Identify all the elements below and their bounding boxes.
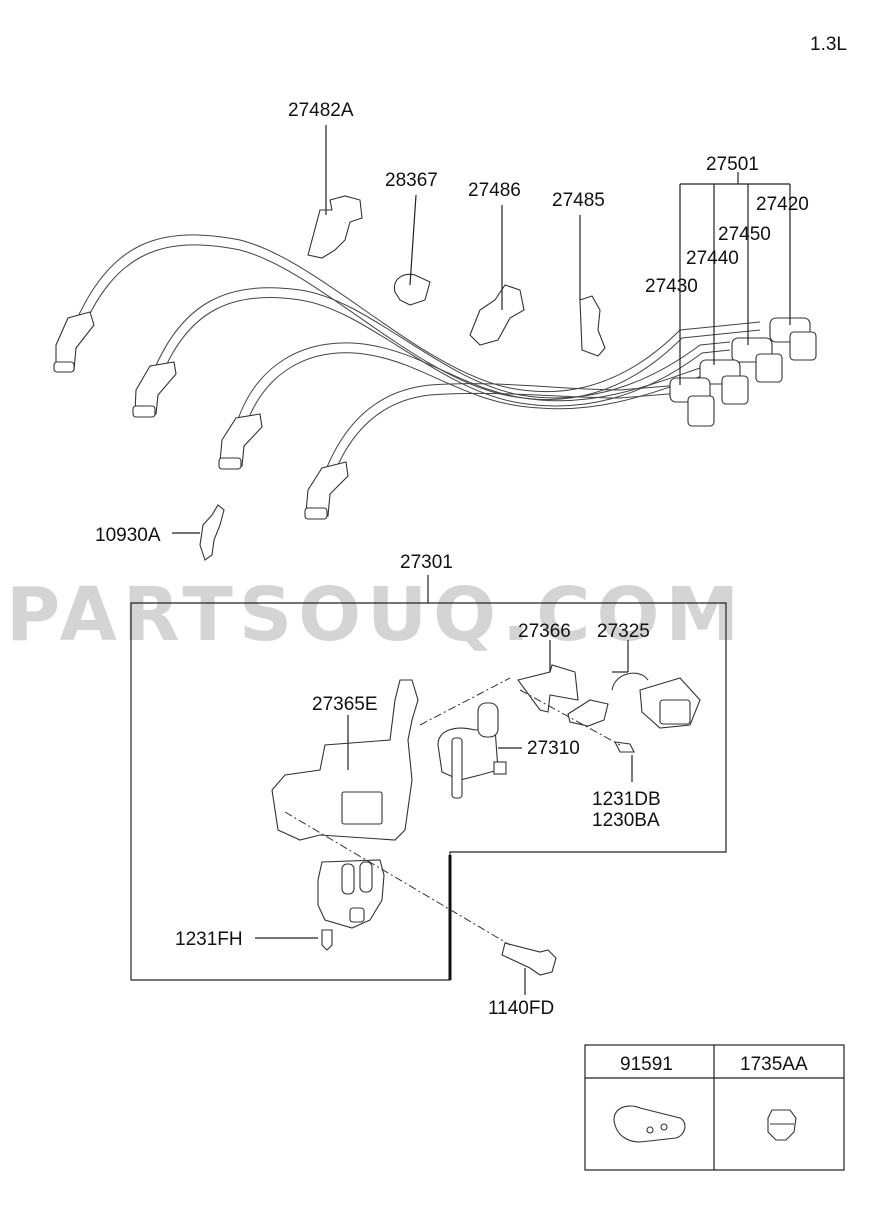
- label-1230BA: 1230BA: [592, 810, 660, 831]
- label-27450: 27450: [718, 224, 771, 245]
- label-27485: 27485: [552, 190, 605, 211]
- clip-91591: [613, 1105, 686, 1143]
- label-27325: 27325: [597, 621, 650, 642]
- label-27482A: 27482A: [288, 100, 354, 121]
- label-27501: 27501: [706, 154, 759, 175]
- label-10930A: 10930A: [95, 525, 161, 546]
- legend-table: 91591 1735AA: [584, 1044, 845, 1171]
- cable-clip-27482A: [307, 195, 363, 259]
- label-27366: 27366: [518, 621, 571, 642]
- watermark: PARTSOUQ.COM: [6, 572, 745, 658]
- mounting-bracket: [517, 664, 609, 727]
- legend-header-91591: 91591: [620, 1054, 673, 1075]
- spark-plug: [172, 504, 225, 561]
- label-27365E: 27365E: [312, 694, 378, 715]
- label-1231FH: 1231FH: [175, 929, 243, 950]
- label-27486: 27486: [468, 180, 521, 201]
- grommet-1735AA: [767, 1109, 797, 1141]
- screw-1231DB: [614, 741, 635, 753]
- coil-bracket: [271, 679, 419, 841]
- engine-label: 1.3L: [810, 34, 847, 55]
- connector: [611, 672, 701, 729]
- coil-base: [317, 859, 385, 929]
- label-27420: 27420: [756, 194, 809, 215]
- label-27301: 27301: [400, 552, 453, 573]
- coil-assembly-frame: [130, 575, 727, 981]
- label-27310: 27310: [527, 738, 580, 759]
- label-28367: 28367: [385, 170, 438, 191]
- label-1140FD: 1140FD: [488, 998, 554, 1019]
- legend-header-1735AA: 1735AA: [740, 1054, 808, 1075]
- label-1231DB: 1231DB: [592, 789, 661, 810]
- cable-clip-28367: [393, 273, 431, 306]
- label-27430: 27430: [645, 276, 698, 297]
- screw-1231FH: [321, 929, 333, 951]
- ignition-coil: [437, 702, 507, 799]
- label-27440: 27440: [686, 248, 739, 269]
- cable-clip-27486: [469, 284, 525, 346]
- spark-plug-cable-set: [53, 234, 817, 520]
- bolt-1140FD: [501, 942, 557, 976]
- cable-clip-27485: [579, 295, 606, 357]
